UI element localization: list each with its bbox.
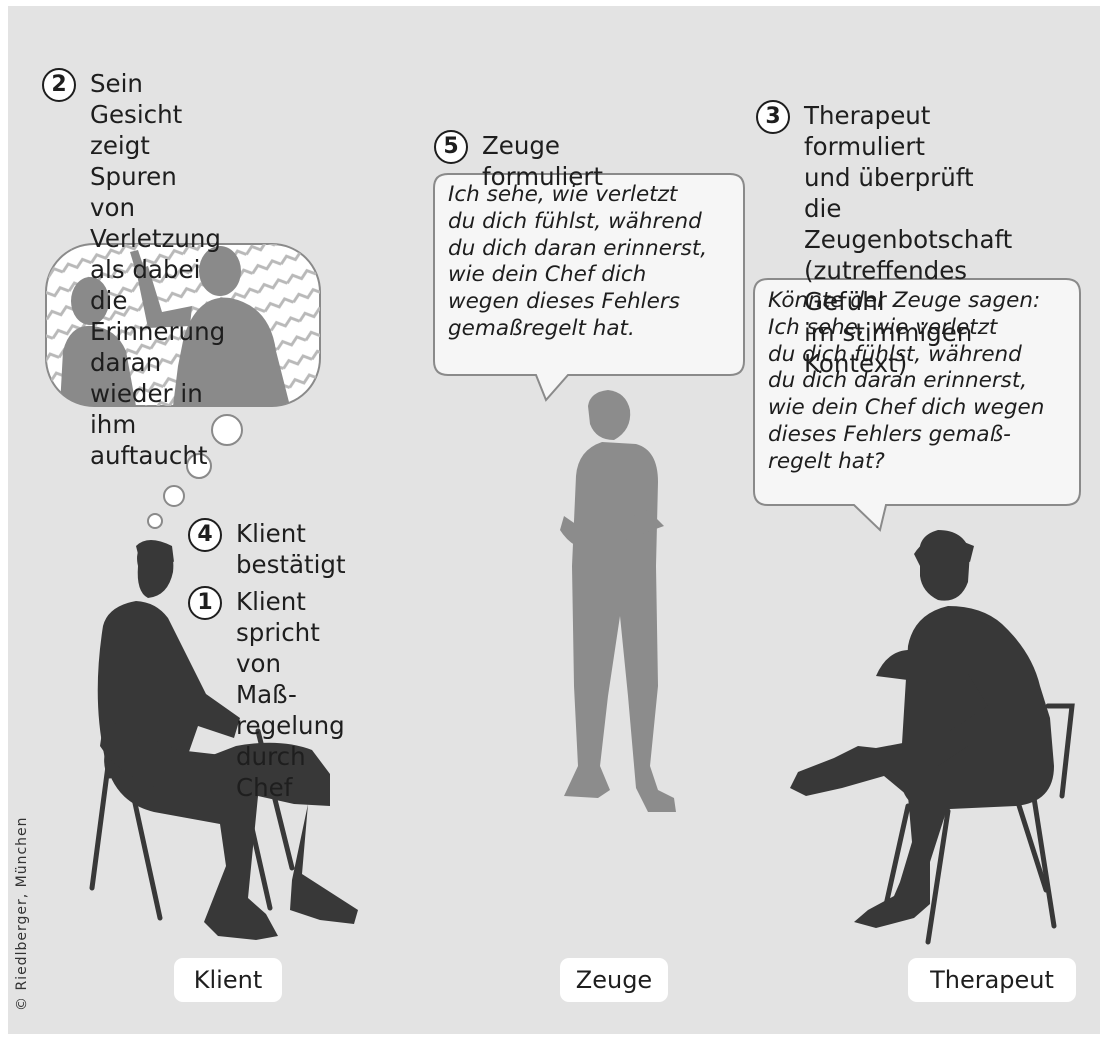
copyright-credit: © Riedlberger, München <box>14 816 30 1011</box>
diagram-canvas: 2 Sein Gesicht zeigt Spuren von Verletzu… <box>8 6 1100 1034</box>
witness-bubble-text: Ich sehe, wie verletzt du dich fühlst, w… <box>448 182 708 341</box>
thought-dots <box>147 414 243 529</box>
step-5-text: Zeuge formuliert <box>482 131 604 191</box>
client-label: Klient <box>174 958 282 1002</box>
step-1-number-badge: 1 <box>188 586 222 620</box>
step-4-text: Klient bestätigt <box>236 519 346 579</box>
memory-boss-silhouette <box>130 246 290 406</box>
step-2-number-badge: 2 <box>42 68 76 102</box>
thought-bubble <box>45 243 321 407</box>
step-1-text: Klient spricht von Maß- regelung durch C… <box>236 587 345 802</box>
step-4-number-badge: 4 <box>188 518 222 552</box>
therapist-bubble-text: Könnte der Zeuge sagen: Ich sehe, wie ve… <box>768 288 1045 474</box>
memory-client-silhouette <box>60 277 136 406</box>
step-3-text: Therapeut formuliert und überprüft die Z… <box>804 101 1013 378</box>
witness-silhouette <box>560 390 676 812</box>
step-2-text: Sein Gesicht zeigt Spuren von Verletzung… <box>90 69 226 470</box>
step-3-number-badge: 3 <box>756 100 790 134</box>
therapist-speech-bubble <box>753 278 1081 532</box>
therapist-silhouette <box>790 530 1075 945</box>
figures-layer <box>45 173 1081 945</box>
therapist-label: Therapeut <box>908 958 1076 1002</box>
witness-speech-bubble <box>433 173 745 402</box>
client-silhouette <box>89 540 358 940</box>
witness-label: Zeuge <box>560 958 668 1002</box>
step-5-number-badge: 5 <box>434 130 468 164</box>
